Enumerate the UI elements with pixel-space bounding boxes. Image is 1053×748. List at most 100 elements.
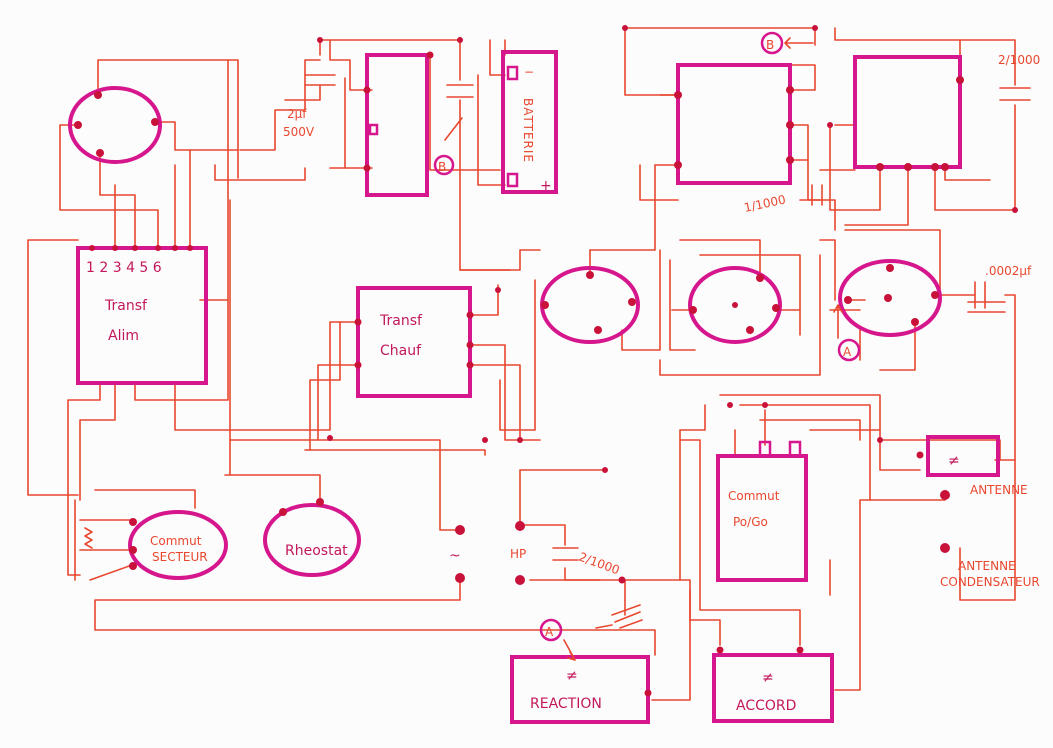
mains-terminal bbox=[455, 573, 465, 583]
junction bbox=[602, 467, 608, 473]
antenna-variable-capacitor: ≠ bbox=[916, 435, 1000, 477]
socket-pin bbox=[756, 274, 764, 282]
antenne-cond-line1: ANTENNE bbox=[958, 559, 1016, 573]
module-pin bbox=[674, 161, 682, 169]
socket-pin bbox=[689, 306, 697, 314]
cap-2-1000-hp-label: 2/1000 bbox=[577, 550, 621, 578]
socket-pin bbox=[746, 326, 754, 334]
marker-b-left: B bbox=[438, 160, 446, 174]
socket-pin bbox=[541, 301, 549, 309]
junction bbox=[457, 37, 463, 43]
cap-0002uf-label: .0002μf bbox=[985, 264, 1032, 278]
accord-pin bbox=[796, 646, 804, 654]
hp-terminal bbox=[515, 521, 525, 531]
cap-2uf-label: 2μf 500V bbox=[283, 107, 315, 139]
socket-pin bbox=[884, 294, 892, 302]
marker-a-bottom-label: A bbox=[545, 625, 554, 639]
transformer-alim: 1 2 3 4 5 6 Transf Alim bbox=[76, 245, 208, 385]
antenne-label: ANTENNE bbox=[970, 483, 1028, 497]
mains-terminal bbox=[455, 525, 465, 535]
tube-socket-top-left bbox=[68, 86, 162, 164]
antenna-terminals: ANTENNE ANTENNE CONDENSATEUR bbox=[940, 483, 1040, 589]
switch-pin bbox=[129, 546, 137, 554]
commut-po-go-label: Commut Po/Go bbox=[728, 489, 783, 529]
marker-a-bottom: A bbox=[539, 618, 613, 661]
top-middle-module bbox=[674, 63, 794, 185]
commut-secteur: Commut SECTEUR bbox=[84, 510, 228, 580]
transformer-pin bbox=[466, 311, 474, 319]
junction bbox=[827, 122, 833, 128]
terminal-6 bbox=[187, 245, 193, 251]
socket-pin bbox=[772, 304, 780, 312]
transf-alim-line2: Alim bbox=[108, 328, 139, 344]
module-pin bbox=[786, 156, 794, 164]
ground-symbol bbox=[611, 576, 643, 629]
capacitor-0002uf: .0002μf bbox=[967, 264, 1032, 313]
cap-2uf-line2: 500V bbox=[283, 125, 315, 139]
terminal-2 bbox=[112, 245, 118, 251]
capacitor-2-1000-top: 2/1000 bbox=[998, 53, 1040, 101]
transformer-pin bbox=[466, 341, 474, 349]
transformer-pins-label: 1 2 3 4 5 6 bbox=[86, 260, 162, 276]
cap-2-1000-top-label: 2/1000 bbox=[998, 53, 1040, 67]
socket-pin bbox=[586, 271, 594, 279]
junction bbox=[1012, 207, 1018, 213]
rheostat: Rheostat bbox=[263, 498, 361, 577]
socket-pin bbox=[151, 118, 159, 126]
junction bbox=[317, 37, 323, 43]
marker-b-top-label: B bbox=[766, 38, 774, 52]
antenna-cap-symbol: ≠ bbox=[948, 453, 960, 469]
transformer-pin bbox=[466, 361, 474, 369]
antenna-cap-pin bbox=[916, 451, 924, 459]
battery-label: BATTERIE bbox=[521, 98, 535, 163]
rheostat-pin bbox=[279, 508, 287, 516]
junction bbox=[622, 25, 628, 31]
socket-pin bbox=[628, 298, 636, 306]
accord-label: ACCORD bbox=[736, 698, 796, 714]
reaction-label: REACTION bbox=[530, 696, 602, 712]
junction bbox=[482, 437, 488, 443]
cap-1-1000-label: 1/1000 bbox=[743, 192, 787, 214]
socket-pin bbox=[594, 326, 602, 334]
hp-terminal bbox=[515, 575, 525, 585]
junction bbox=[517, 437, 523, 443]
transf-alim-line1: Transf bbox=[104, 298, 148, 314]
transformer-pin bbox=[354, 318, 362, 326]
mains-input: ~ bbox=[449, 525, 465, 583]
module-pin bbox=[674, 91, 682, 99]
commut-pogo-line1: Commut bbox=[728, 489, 780, 503]
junction bbox=[495, 287, 501, 293]
marker-a-middle-label: A bbox=[843, 345, 852, 359]
module-pin bbox=[786, 86, 794, 94]
terminal-3 bbox=[132, 245, 138, 251]
antenna-terminal bbox=[940, 490, 950, 500]
junction bbox=[812, 25, 818, 31]
wiring bbox=[27, 27, 1016, 701]
junction bbox=[877, 437, 883, 443]
module-pin bbox=[956, 76, 964, 84]
choke-component bbox=[363, 51, 434, 197]
junctions bbox=[317, 25, 1018, 473]
choke-pin bbox=[363, 86, 371, 94]
switch-pin bbox=[129, 518, 137, 526]
battery-minus: − bbox=[524, 65, 534, 79]
accord-capacitor: ≠ ACCORD bbox=[712, 646, 834, 723]
reaction-pin bbox=[644, 689, 652, 697]
ground-node bbox=[618, 576, 626, 584]
marker-b-top: B bbox=[760, 31, 814, 55]
module-pin bbox=[941, 163, 949, 171]
choke-pin bbox=[363, 164, 371, 172]
commut-secteur-line1: Commut bbox=[150, 534, 202, 548]
commut-secteur-line2: SECTEUR bbox=[152, 550, 208, 564]
choke-pin bbox=[426, 51, 434, 59]
rheostat-label: Rheostat bbox=[285, 543, 348, 559]
antenne-cond-line2: CONDENSATEUR bbox=[940, 575, 1040, 589]
module-pin bbox=[904, 163, 912, 171]
junction bbox=[727, 402, 733, 408]
transformer-chauf-label: Transf Chauf bbox=[379, 313, 426, 359]
cap-2uf-line1: 2μf bbox=[287, 107, 307, 121]
ac-symbol: ~ bbox=[449, 548, 461, 564]
reaction-capacitor: ≠ REACTION bbox=[510, 655, 652, 724]
